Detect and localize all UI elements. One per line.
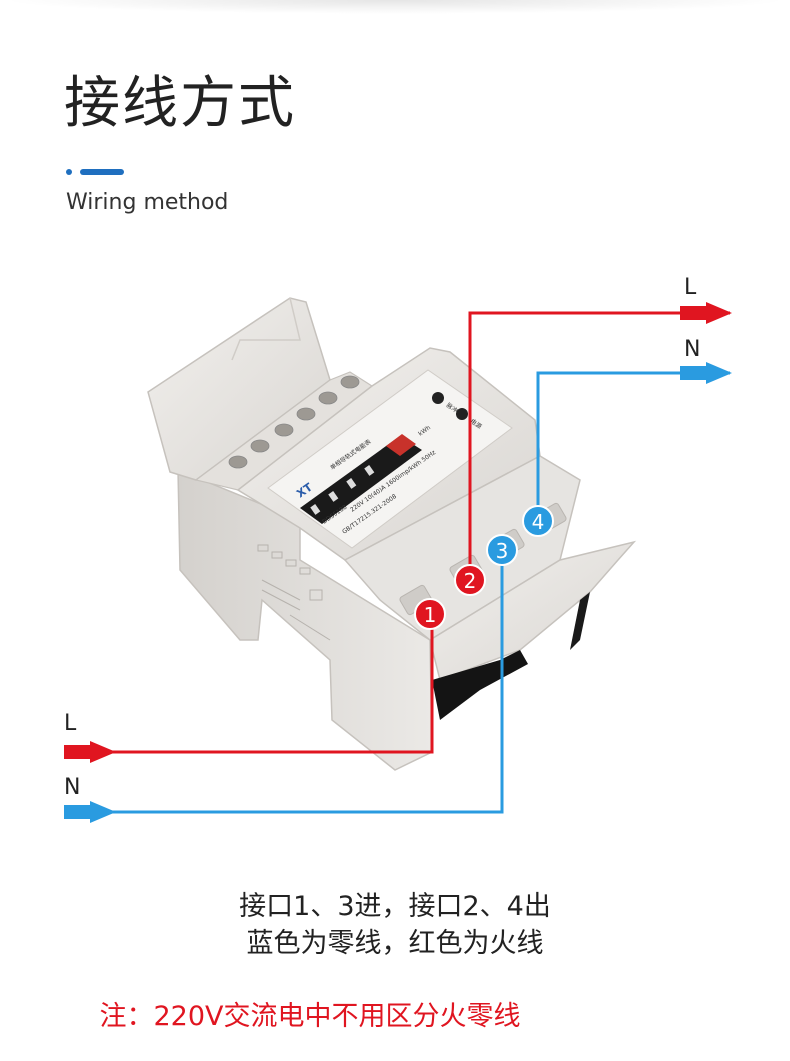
neutral-wire-out: [536, 371, 730, 525]
meter-side-marks: [257, 544, 331, 641]
arrow-output-L: [680, 302, 732, 324]
label-output-L: L: [684, 275, 697, 300]
caption-line-2: 蓝色为零线，红色为火线: [246, 928, 544, 959]
arrow-input-N: [64, 801, 116, 823]
meter-display-digits: [310, 465, 375, 515]
label-output-N: N: [684, 337, 700, 362]
label-input-L: L: [64, 711, 77, 736]
terminal-number-4: 4: [532, 510, 545, 534]
title-accent-bar: [80, 169, 124, 175]
terminal-number-2: 2: [464, 569, 477, 593]
terminal-marker-2: 2: [454, 564, 486, 596]
terminal-number-1: 1: [424, 603, 437, 627]
caption-line-1: 接口1、3进，接口2、4出: [239, 891, 551, 922]
live-wire-in: [64, 620, 434, 754]
terminal-marker-3: 3: [486, 534, 518, 566]
power-indicator: [456, 408, 468, 420]
top-shadow: [0, 0, 790, 14]
warning-note: 注：220V交流电中不用区分火零线: [99, 1001, 521, 1032]
energy-meter: XT 单相导轨式电能表 DDS5188 220V 10(40)A 1600imp…: [147, 297, 637, 771]
meter-side: [177, 468, 433, 771]
terminal-screws: [228, 375, 360, 469]
page-subtitle: Wiring method: [66, 190, 229, 215]
terminal-marker-4: 4: [522, 505, 554, 537]
terminal-marker-1: 1: [414, 598, 446, 630]
meter-display: [300, 436, 422, 524]
terminal-number-3: 3: [496, 539, 509, 563]
title-accent-dot: [66, 169, 72, 175]
neutral-wire-in: [64, 555, 504, 814]
live-wire-out: [468, 311, 730, 580]
page-title: 接线方式: [64, 71, 296, 136]
pulse-indicator: [432, 392, 444, 404]
arrow-output-N: [680, 362, 732, 384]
arrow-input-L: [64, 741, 116, 763]
label-input-N: N: [64, 775, 80, 800]
rail-clip: [432, 650, 528, 720]
